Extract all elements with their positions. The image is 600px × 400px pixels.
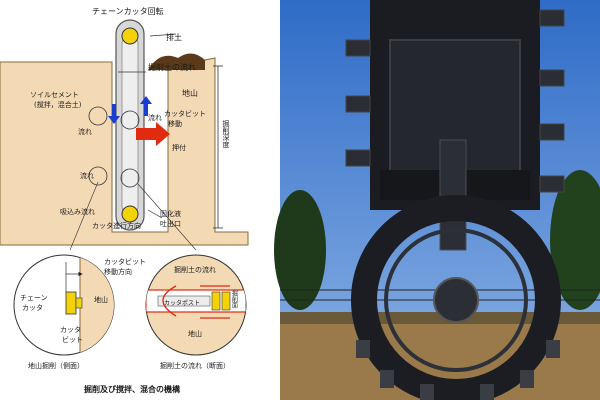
label-discharge: 排土 (166, 32, 182, 42)
down-flow-arrow (108, 104, 120, 124)
label-chain-rotation: チェーンカッタ回転 (92, 7, 164, 16)
inset-side-view: カッタ進行方向 カッタビット 移動方向 チェーン カッタ 地山 カッタ ビット … (13, 221, 146, 370)
label-bit-move: カッタビット (164, 109, 206, 118)
trench-cutter-machine-photo (274, 0, 600, 400)
label-hardener2: 吐出口 (160, 219, 181, 228)
label-excavated-face: 掘削面 (231, 289, 238, 309)
top-sprocket (121, 27, 139, 45)
inset2-caption: 掘削土の流れ（断面） (160, 361, 230, 370)
label-soil-cement: ソイルセメント (30, 91, 79, 99)
label-flow-mid: 流れ (80, 171, 94, 180)
label-chain-cutter2: カッタ (22, 303, 43, 312)
label-excavated-flow: 掘削土の流れ (148, 62, 196, 72)
label-bit-move2: 移動 (168, 119, 182, 128)
up-flow-arrow (140, 96, 152, 116)
inset-section-view: 掘削土の流れ カッタポスト 掘削面 地山 掘削土の流れ（断面） (145, 254, 247, 370)
label-inset2-flow: 掘削土の流れ (174, 265, 216, 274)
mechanism-diagram: チェーンカッタ回転 排土 掘削土の流れ ソイルセメント (撹拌，混合土) 地山 … (0, 7, 249, 251)
label-cutter-direction: カッタ進行方向 (92, 221, 141, 230)
label-flow-left: 流れ (78, 127, 92, 136)
label-cutter-bit: カッタ (60, 325, 81, 334)
label-cutter-post: カッタポスト (164, 299, 200, 307)
label-flow-right: 流れ (148, 113, 162, 122)
label-cutter-bit2: ビット (62, 335, 83, 344)
label-ground-inset1: 地山 (94, 295, 108, 304)
label-depth: 掘削深度 (222, 119, 230, 149)
push-arrow (136, 122, 170, 146)
label-suction: 吸込み流れ (60, 207, 95, 216)
label-bit-direction2: 移動方向 (104, 267, 132, 276)
label-ground-inset2: 地山 (188, 329, 202, 338)
inset1-caption: 地山掘削（側面） (28, 361, 84, 370)
discharge-heap (148, 53, 205, 70)
label-bit-direction: カッタビット (104, 257, 146, 266)
bottom-sprocket (121, 205, 139, 223)
cutter-wheel (351, 195, 561, 400)
main-caption: 掘削及び撹拌、混合の機構 (84, 384, 180, 394)
label-ground: 地山 (182, 88, 198, 98)
label-hardener: 固化液 (160, 209, 181, 218)
label-push: 押付 (172, 143, 186, 152)
label-soil-cement-sub: (撹拌，混合土) (34, 100, 82, 109)
label-chain-cutter: チェーン (20, 294, 48, 302)
